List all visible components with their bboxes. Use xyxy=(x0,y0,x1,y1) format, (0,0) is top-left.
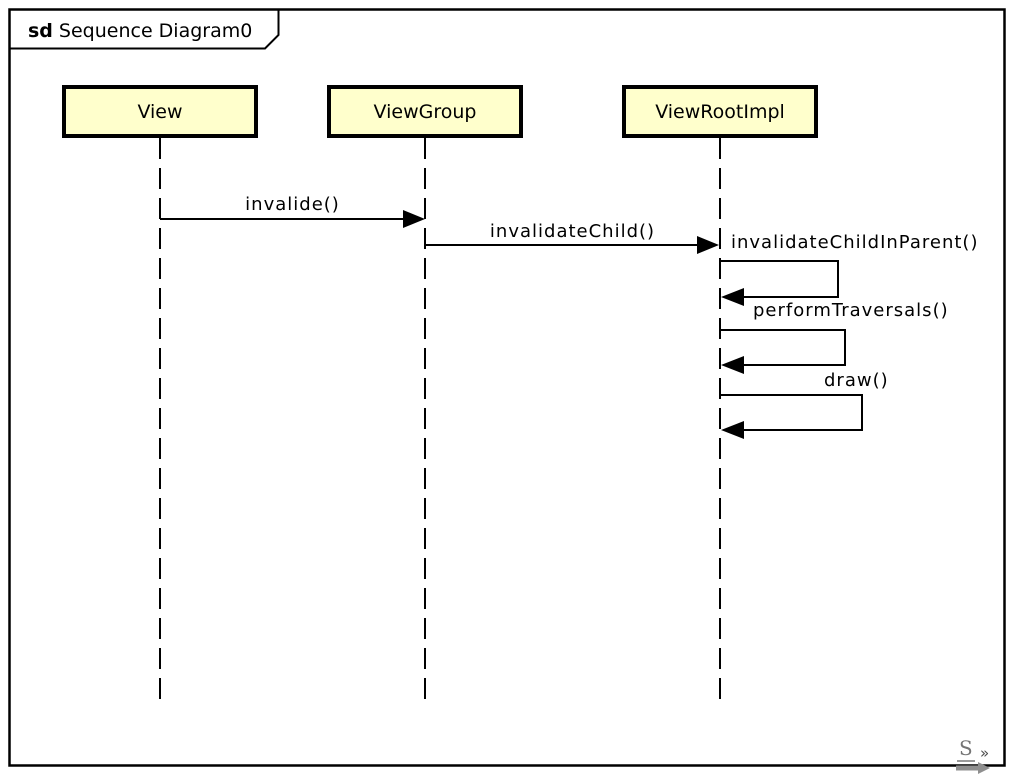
lifeline-name: ViewRootImpl xyxy=(655,100,785,123)
lifeline-head-viewgroup: ViewGroup xyxy=(327,85,523,138)
message-label-performtraversals: performTraversals() xyxy=(753,300,949,321)
message-label-invalide: invalide() xyxy=(245,194,340,215)
frame-title-tab xyxy=(10,10,280,50)
self-message-loop-invalidatechildinparent xyxy=(721,260,839,298)
watermark-chevrons: » xyxy=(980,744,990,762)
frame-keyword: sd xyxy=(28,20,53,42)
diagram-frame-border xyxy=(8,8,1006,767)
lifeline-name: View xyxy=(137,100,183,123)
lifeline-head-viewrootimpl: ViewRootImpl xyxy=(622,85,818,138)
message-arrowhead-icon xyxy=(403,210,425,228)
message-label-invalidatechildinparent: invalidateChildInParent() xyxy=(731,232,979,253)
message-arrowhead-icon xyxy=(721,356,744,374)
frame-title-text: Sequence Diagram0 xyxy=(58,20,253,42)
self-message-loop-performtraversals xyxy=(721,329,846,366)
message-label-draw: draw() xyxy=(824,370,889,391)
self-message-loop-draw xyxy=(721,394,863,431)
message-arrowhead-icon xyxy=(697,236,719,254)
lifeline-head-view: View xyxy=(62,85,258,138)
watermark-arrowhead-icon xyxy=(978,762,990,774)
watermark-letter: S xyxy=(957,736,975,762)
message-arrowhead-icon xyxy=(721,421,744,439)
message-label-invalidatechild: invalidateChild() xyxy=(489,221,656,242)
lifeline-name: ViewGroup xyxy=(373,100,477,123)
message-arrowhead-icon xyxy=(721,288,744,306)
